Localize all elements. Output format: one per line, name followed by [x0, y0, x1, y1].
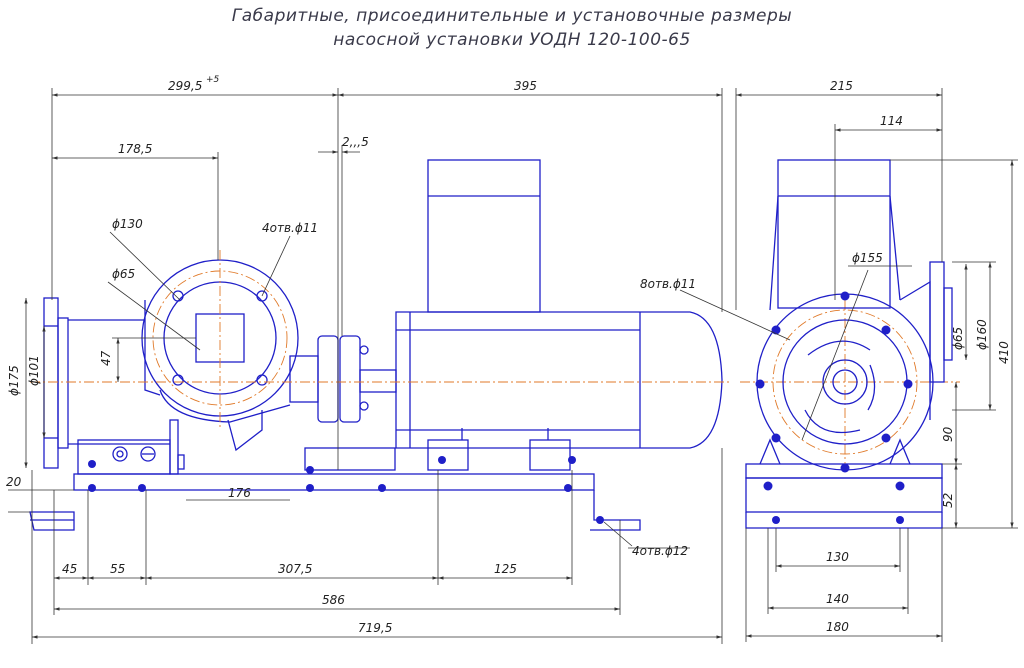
dim-d155: ϕ155 — [852, 251, 883, 265]
dim-2-5: 2,,,5 — [342, 135, 369, 149]
coupling-half-right — [339, 335, 361, 423]
dim-d65-front: ϕ65 — [112, 267, 135, 281]
dim-52: 52 — [941, 493, 955, 508]
base-frame — [73, 473, 595, 491]
dim-410: 410 — [997, 341, 1011, 364]
dim-125: 125 — [494, 562, 517, 576]
drawing-title-line1: Габаритные, присоединительные и установо… — [231, 6, 793, 26]
drawing-title-line2: насосной установки УОДН 120-100-65 — [333, 30, 691, 50]
front-view-outline — [29, 159, 723, 531]
dimension-lines — [8, 88, 1018, 644]
side-view-outline — [745, 159, 953, 529]
dim-d160: ϕ160 — [975, 319, 989, 350]
electric-motor — [395, 311, 723, 449]
dim-4-holes-d12: 4отв.ϕ12 — [632, 544, 688, 558]
dim-176: 176 — [228, 486, 251, 500]
dim-178-5: 178,5 — [118, 142, 152, 156]
dim-180: 180 — [826, 620, 849, 634]
inlet-flange — [43, 297, 59, 469]
dim-90: 90 — [941, 426, 955, 442]
dim-55: 55 — [110, 562, 125, 576]
dim-307-5: 307,5 — [278, 562, 312, 576]
dim-140: 140 — [826, 592, 849, 606]
dim-d175: ϕ175 — [7, 365, 21, 396]
dim-45: 45 — [62, 562, 77, 576]
dim-4-holes-d11: 4отв.ϕ11 — [262, 221, 318, 235]
dim-8-holes-d11: 8отв.ϕ11 — [640, 277, 696, 291]
side-motor-box — [777, 159, 891, 309]
dim-719-5: 719,5 — [358, 621, 392, 635]
dim-d130: ϕ130 — [112, 217, 143, 231]
coupling-half-left — [317, 335, 339, 423]
dim-d65-side: ϕ65 — [951, 327, 965, 350]
dim-114: 114 — [880, 114, 903, 128]
dim-395: 395 — [514, 79, 537, 93]
dim-47: 47 — [99, 350, 113, 366]
dim-299-5: 299,5 — [168, 79, 202, 93]
dim-586: 586 — [322, 593, 345, 607]
dim-20: 20 — [6, 475, 22, 489]
dim-299-5-tolerance: +5 — [206, 75, 220, 85]
axis-lines — [30, 250, 960, 470]
dim-215: 215 — [830, 79, 853, 93]
dim-130: 130 — [826, 550, 849, 564]
dim-d101: ϕ101 — [27, 355, 41, 386]
motor-terminal-box — [427, 159, 541, 313]
side-discharge-flange — [929, 261, 945, 383]
